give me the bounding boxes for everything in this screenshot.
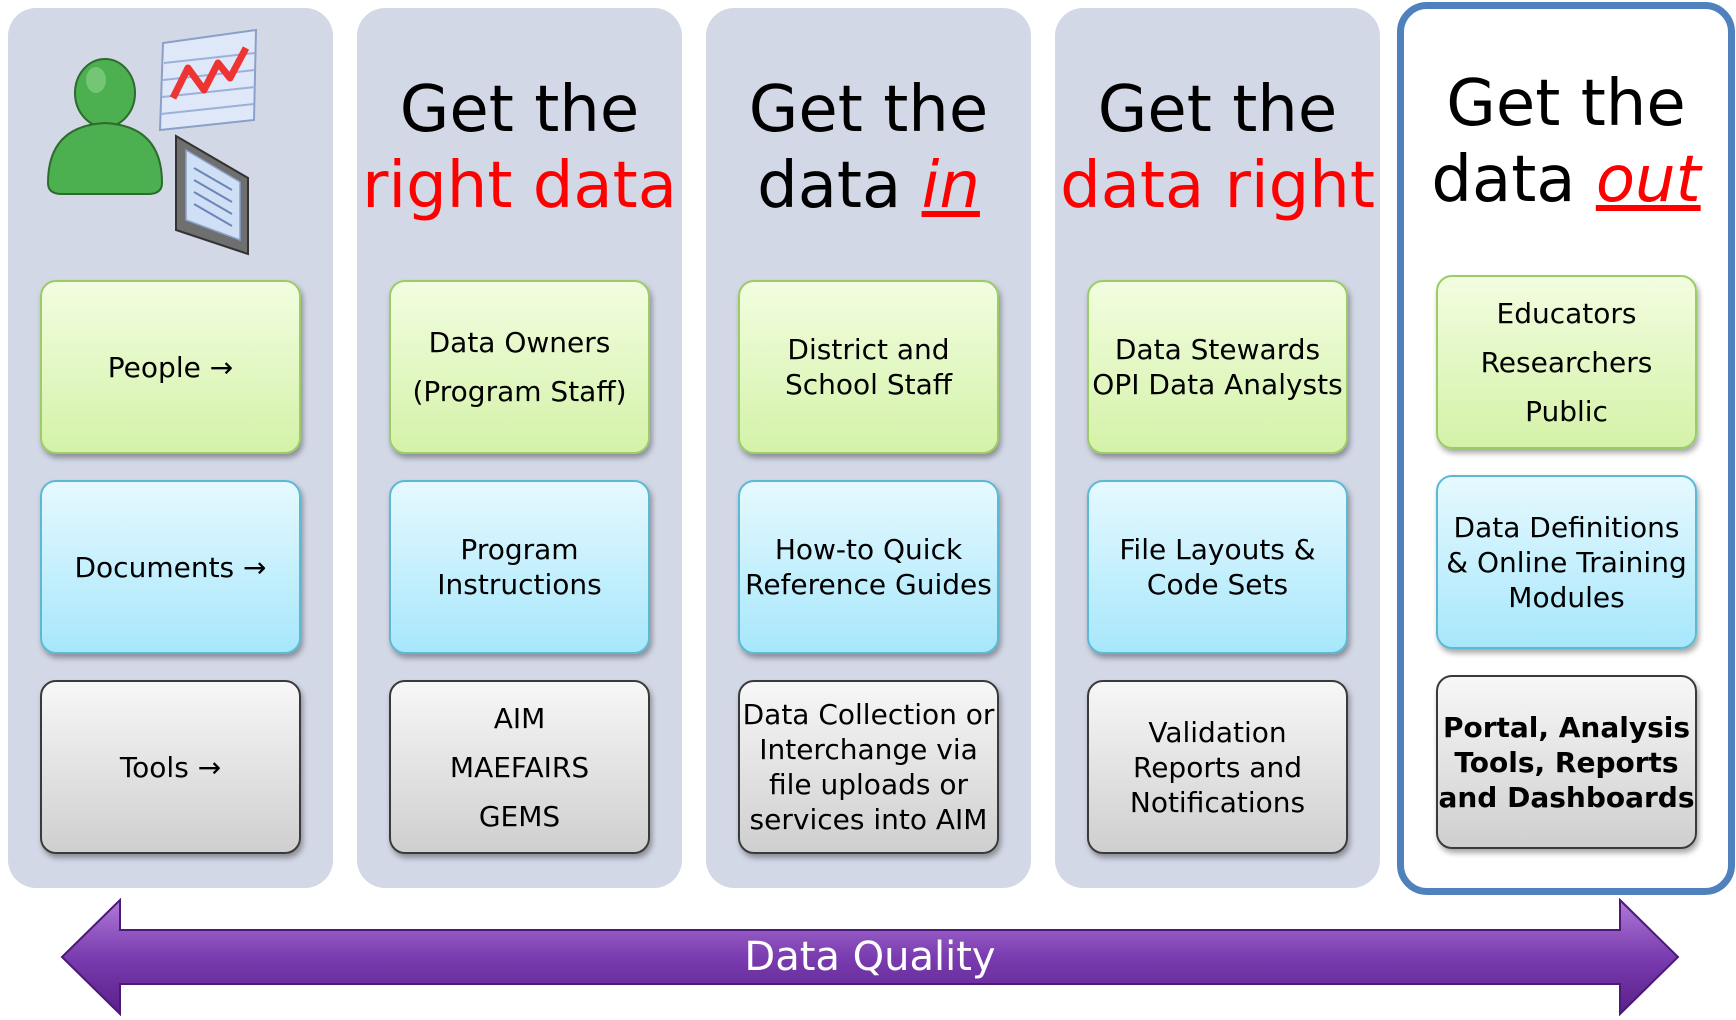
legend-tools-box: Tools →: [40, 680, 301, 854]
legend-documents-label: Documents →: [74, 550, 267, 584]
tools-box: AIM MAEFAIRS GEMS: [389, 680, 650, 854]
people-box: District and School Staff: [738, 280, 999, 454]
legend-tools-label: Tools →: [119, 750, 222, 784]
documents-box: File Layouts & Code Sets: [1087, 480, 1348, 654]
data-quality-arrow: Data Quality: [60, 897, 1680, 1017]
stage-heading: Get the data out: [1431, 67, 1701, 217]
double-arrow-shape: [60, 897, 1680, 1017]
stage-right-data: Get the right data Data Owners (Program …: [357, 8, 682, 888]
stage-heading: Get the data right: [1060, 73, 1375, 223]
stage-data-right: Get the data right Data Stewards OPI Dat…: [1055, 8, 1380, 888]
stage-data-in: Get the data in District and School Staf…: [706, 8, 1031, 888]
tools-box: Validation Reports and Notifications: [1087, 680, 1348, 854]
legend-people-label: People →: [107, 350, 234, 384]
chart-icon: [158, 28, 258, 132]
stage-data-out: Get the data out Educators Researchers P…: [1397, 2, 1735, 895]
people-box: Data Stewards OPI Data Analysts: [1087, 280, 1348, 454]
stage-heading: Get the data in: [748, 73, 989, 223]
tools-box: Portal, Analysis Tools, Reports and Dash…: [1436, 675, 1697, 849]
legend-icon-group: [46, 28, 258, 256]
people-box: Educators Researchers Public: [1436, 275, 1697, 449]
people-box: Data Owners (Program Staff): [389, 280, 650, 454]
legend-icons: [8, 8, 333, 273]
stage-heading: Get the right data: [362, 73, 677, 223]
tools-box: Data Collection or Interchange via file …: [738, 680, 999, 854]
data-quality-label: Data Quality: [744, 934, 996, 980]
legend-column: People → Documents → Tools →: [8, 8, 333, 888]
person-icon: [46, 58, 164, 195]
documents-box: Program Instructions: [389, 480, 650, 654]
documents-box: Data Definitions & Online Training Modul…: [1436, 475, 1697, 649]
monitor-icon: [175, 134, 249, 256]
documents-box: How-to Quick Reference Guides: [738, 480, 999, 654]
legend-people-box: People →: [40, 280, 301, 454]
legend-documents-box: Documents →: [40, 480, 301, 654]
